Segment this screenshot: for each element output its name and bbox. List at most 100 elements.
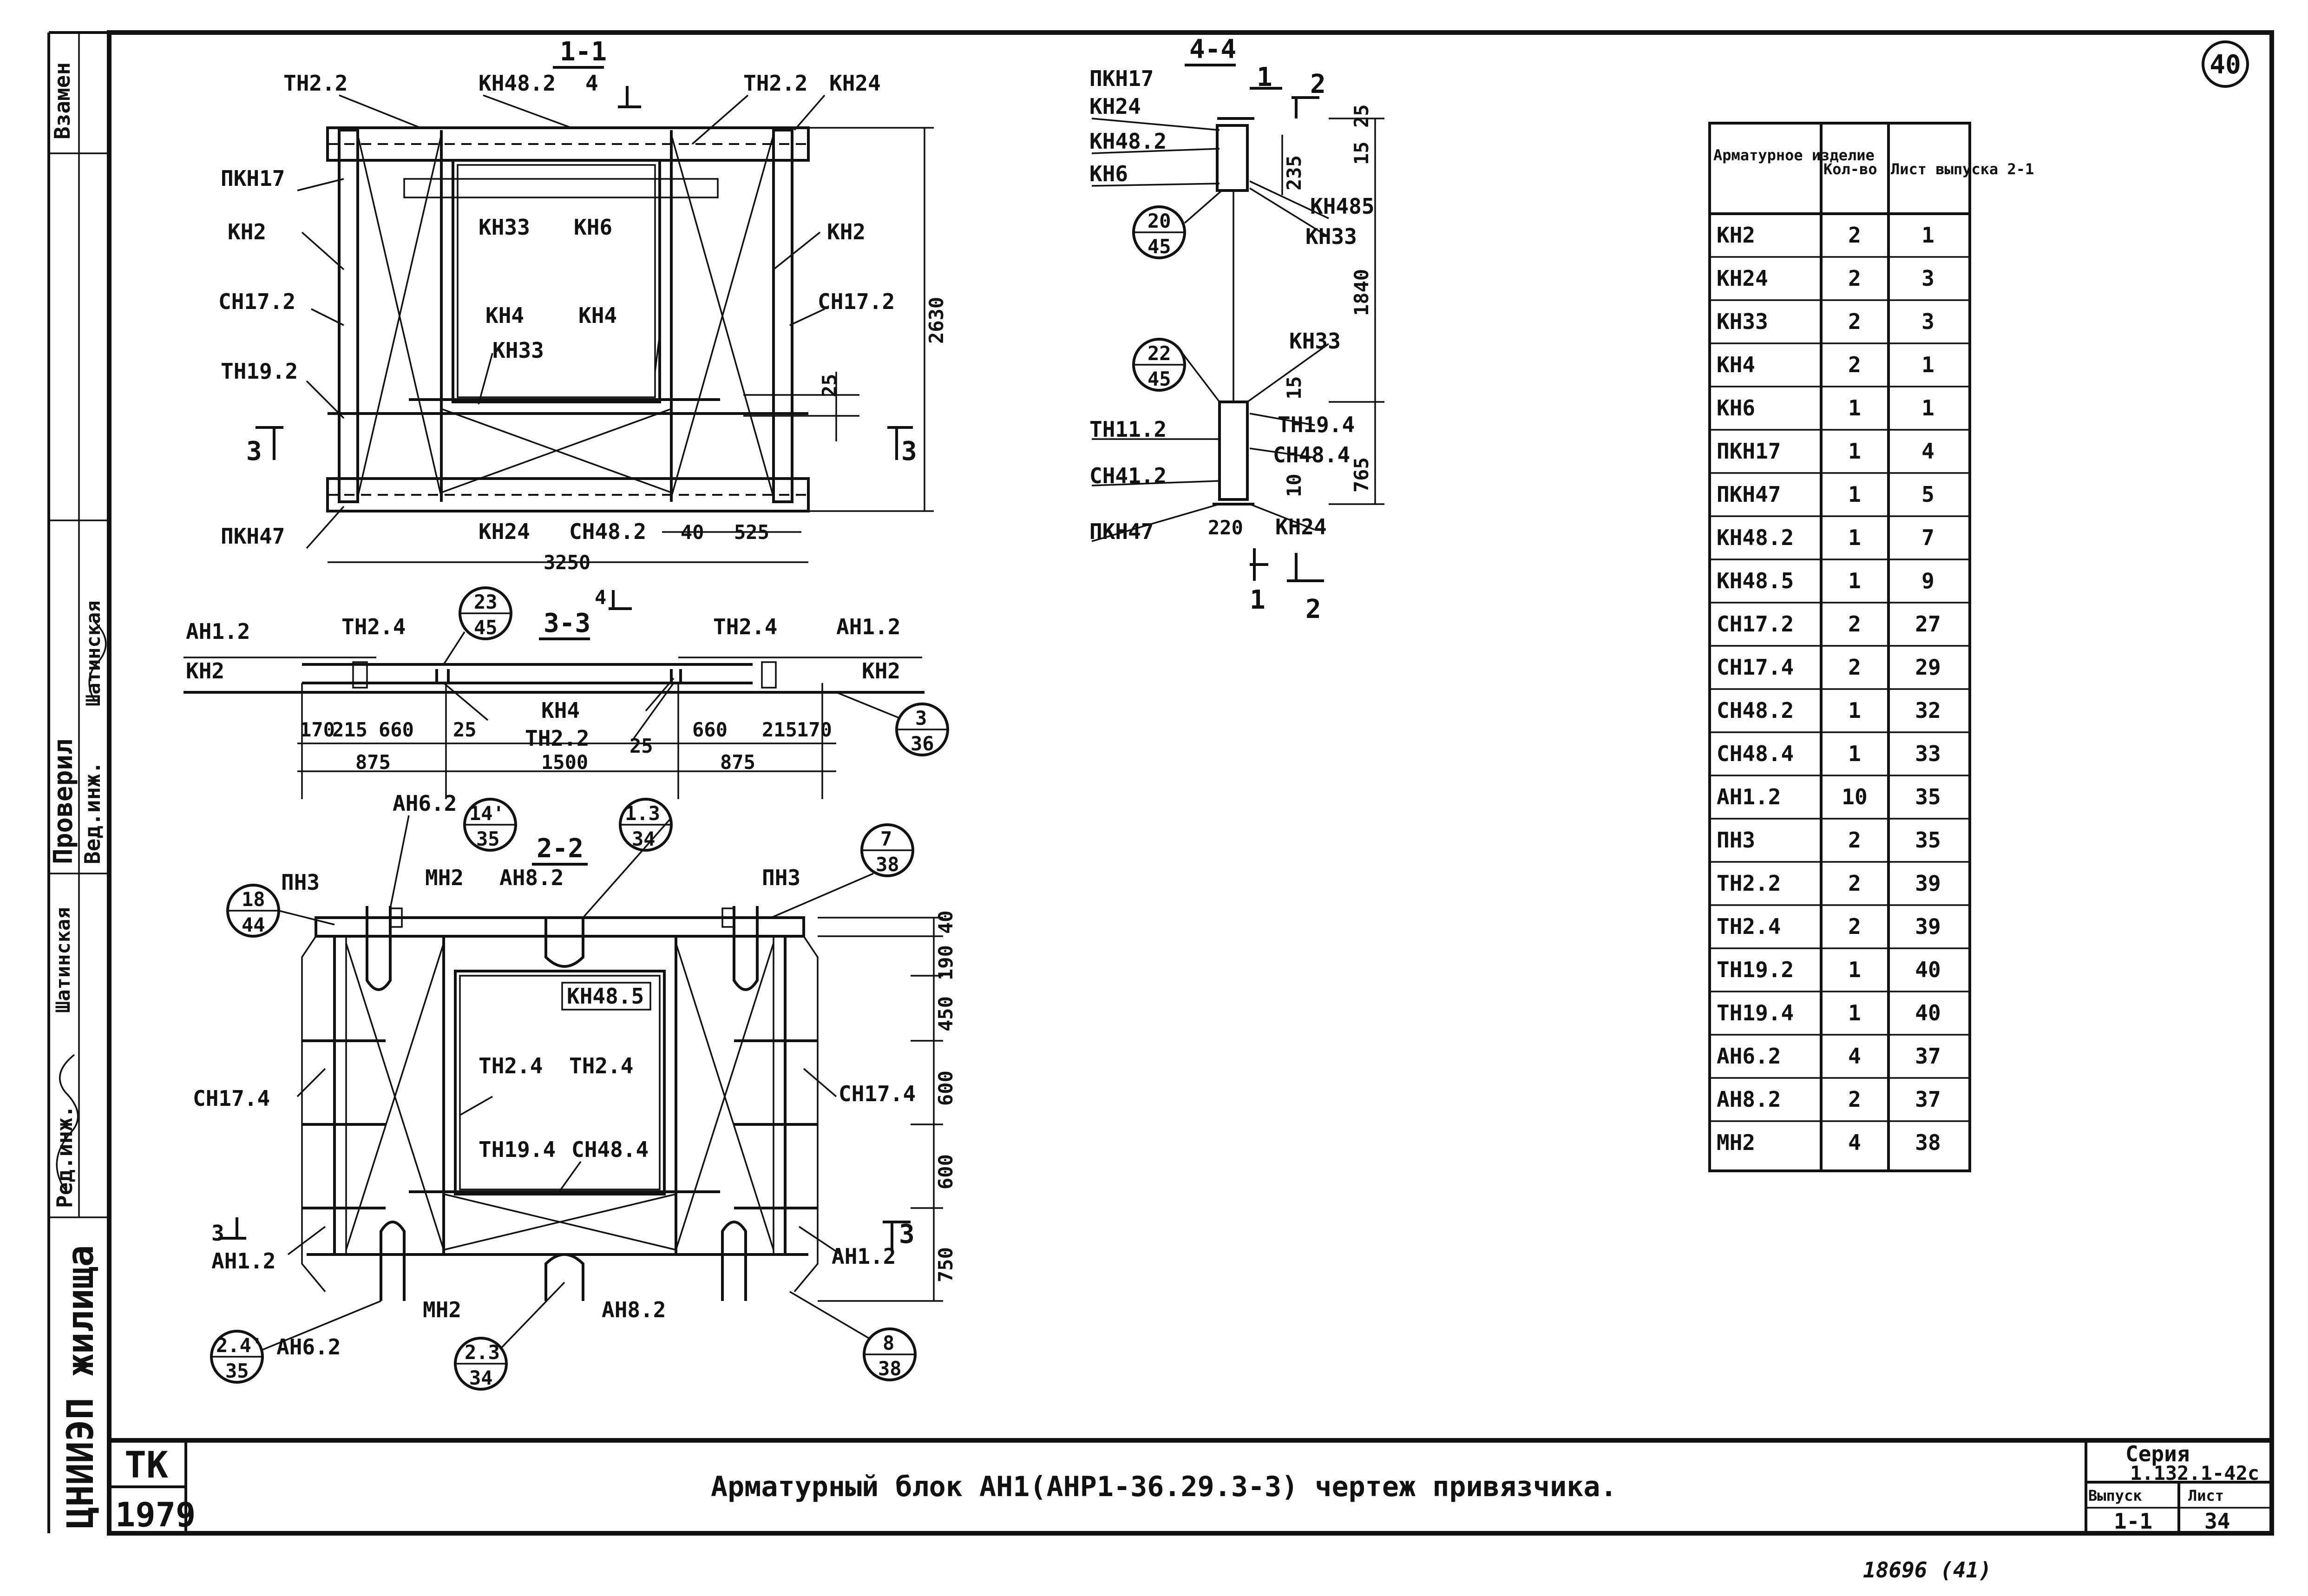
table-cell-sheet: 9 xyxy=(1921,568,1934,593)
table-cell-qty: 1 xyxy=(1848,957,1861,982)
table-cell-item: СН48.4 xyxy=(1717,741,1794,766)
table-cell-item: СН17.4 xyxy=(1717,655,1794,680)
s22-label-an82-top: АН8.2 xyxy=(499,865,564,890)
s33-ref2-top: 3 xyxy=(915,707,927,729)
s44-label-kn6: КН6 xyxy=(1089,161,1128,186)
stamp-issue: 1-1 xyxy=(2114,1509,2152,1534)
s33-label-an12-right: АН1.2 xyxy=(836,614,900,639)
signature-mark-2 xyxy=(88,622,107,702)
s11-dim-25: 25 xyxy=(818,374,841,397)
s11-label-sn482: СН48.2 xyxy=(569,519,646,544)
s44-cut-2-bottom: 2 xyxy=(1305,594,1321,624)
s22-ref-23-top: 2.3 xyxy=(465,1341,500,1364)
s33-cut-4: 4 xyxy=(595,586,606,609)
s22-label-sn174-right: СН17.4 xyxy=(839,1081,916,1106)
s33-label-kn2-right: КН2 xyxy=(862,658,900,683)
s11-label-kn33-mid: КН33 xyxy=(492,338,544,363)
table-cell-item: КН4 xyxy=(1717,352,1755,377)
s22-ref-18-bottom: 44 xyxy=(242,913,265,936)
s11-label-kn2-left: КН2 xyxy=(228,219,266,244)
s44-label-kn24-bottom: КН24 xyxy=(1275,514,1327,539)
year-label: 1979 xyxy=(115,1495,196,1534)
sheet-frame xyxy=(107,30,2274,1536)
s11-dim-525: 525 xyxy=(734,521,769,544)
section-1-1-title: 1-1 xyxy=(560,37,607,67)
s11-label-tn22-left: ТН2.2 xyxy=(283,71,348,96)
table-cell-item: КН6 xyxy=(1717,395,1755,420)
s11-label-kn6: КН6 xyxy=(574,215,612,240)
s33-dim-875-left: 875 xyxy=(355,751,391,774)
table-cell-item: ТН19.4 xyxy=(1717,1000,1794,1025)
s44-dim-15-top: 15 xyxy=(1350,141,1373,165)
table-cell-item: ТН2.4 xyxy=(1717,914,1781,939)
table-cell-qty: 1 xyxy=(1848,525,1861,550)
side-dept-eng-name: Шатинская xyxy=(52,907,74,1013)
s33-dim-170-right: 170 xyxy=(797,718,832,741)
s22-dim-750: 750 xyxy=(934,1247,957,1282)
s33-ref1-top: 23 xyxy=(474,591,498,613)
bottom-note: 18696 (41) xyxy=(1863,1557,1992,1583)
s22-ref-23-bottom: 34 xyxy=(469,1366,493,1389)
s11-label-kn33-top: КН33 xyxy=(479,215,530,240)
table-cell-sheet: 39 xyxy=(1915,914,1941,939)
table-cell-qty: 2 xyxy=(1848,871,1861,896)
table-cell-item: КН24 xyxy=(1717,266,1768,291)
table-cell-sheet: 29 xyxy=(1915,655,1941,680)
s33-label-tn24-left: ТН2.4 xyxy=(341,614,406,639)
table-cell-sheet: 35 xyxy=(1915,828,1941,853)
s44-ref1-bottom: 45 xyxy=(1147,235,1171,258)
s33-dim-660-left: 660 xyxy=(379,718,414,741)
s44-dim-765: 765 xyxy=(1350,457,1373,493)
tk-label: ТК xyxy=(125,1445,168,1486)
s44-label-kn485: КН485 xyxy=(1310,194,1374,219)
s22-ref-8-top: 8 xyxy=(883,1332,894,1354)
s22-dim-600-b: 600 xyxy=(934,1154,957,1189)
table-cell-qty: 10 xyxy=(1842,784,1867,809)
table-cell-sheet: 5 xyxy=(1921,482,1934,507)
table-header-sheet: Лист выпуска 2-1 xyxy=(1891,160,2034,178)
s22-ref-24-top: 2.4' xyxy=(216,1334,263,1357)
s44-cut-1-bottom: 1 xyxy=(1250,585,1265,615)
s22-label-pn3-left: ПН3 xyxy=(281,870,320,895)
table-cell-item: АН1.2 xyxy=(1717,784,1781,809)
s44-ref2-top: 22 xyxy=(1147,342,1171,365)
s33-label-kn2-left: КН2 xyxy=(186,658,224,683)
table-cell-qty: 1 xyxy=(1848,698,1861,723)
table-cell-item: ПКН47 xyxy=(1717,482,1781,507)
table-cell-qty: 2 xyxy=(1848,266,1861,291)
table-cell-sheet: 40 xyxy=(1915,957,1941,982)
s44-dim-235: 235 xyxy=(1283,155,1305,190)
s33-label-kn4: КН4 xyxy=(541,698,580,723)
s22-label-sn484: СН48.4 xyxy=(571,1137,649,1162)
table-header-qty: Кол-во xyxy=(1823,160,1877,178)
table-cell-qty: 2 xyxy=(1848,1087,1861,1112)
s11-label-tn22-right: ТН2.2 xyxy=(743,71,807,96)
table-cell-qty: 4 xyxy=(1848,1044,1861,1069)
table-cell-qty: 2 xyxy=(1848,309,1861,334)
table-cell-qty: 2 xyxy=(1848,655,1861,680)
s22-label-pn3-right: ПН3 xyxy=(762,865,800,890)
section-4-4: 4-4 ПКН17 КН24 КН48.2 КН6 xyxy=(1089,34,1384,624)
stamp-series-label: Серия xyxy=(2125,1441,2190,1466)
s33-dim-170-left: 170 xyxy=(300,718,335,741)
s44-ref2-bottom: 45 xyxy=(1147,368,1171,390)
s22-label-kn485: КН48.5 xyxy=(567,984,644,1009)
s11-label-pkn17: ПКН17 xyxy=(221,166,285,191)
table-cell-sheet: 3 xyxy=(1921,266,1934,291)
s22-dim-190: 190 xyxy=(934,945,957,980)
table-header-item: Арматурное изделие xyxy=(1713,146,1875,164)
org-name: ЦНИИЭП жилища xyxy=(60,1245,102,1529)
table-cell-qty: 2 xyxy=(1848,828,1861,853)
side-replaces: Взамен xyxy=(50,62,75,139)
s33-dim-215-right: 215 xyxy=(762,718,797,741)
